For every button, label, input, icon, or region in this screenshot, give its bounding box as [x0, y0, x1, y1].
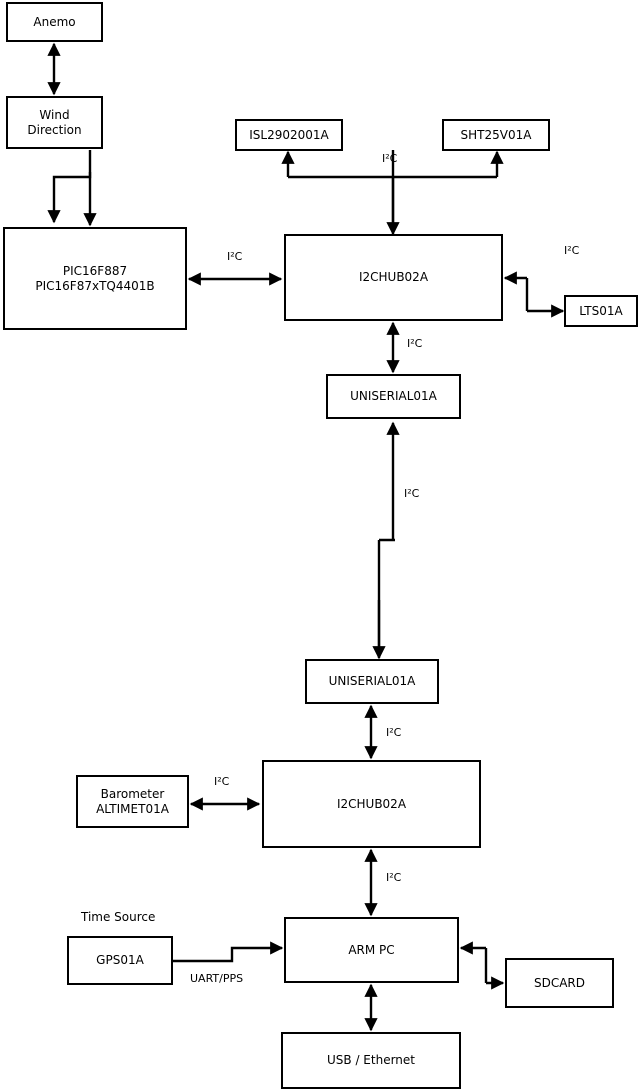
node-gps01a[interactable]: GPS01A	[67, 936, 173, 985]
node-pic-mcu-label: PIC16F887 PIC16F87xTQ4401B	[35, 263, 155, 293]
edge-hub-bus	[288, 175, 497, 232]
node-sdcard-label: SDCARD	[533, 975, 586, 990]
node-sht25v01a-label: SHT25V01A	[460, 127, 532, 142]
edge-label-i2c-pic-hub: I²C	[227, 250, 243, 263]
edge-label-uart-pps: UART/PPS	[190, 972, 244, 985]
node-isl2902001a[interactable]: ISL2902001A	[235, 119, 343, 151]
node-uniserial01a-bottom-label: UNISERIAL01A	[328, 674, 416, 688]
edge-label-i2c-hub-uniserial: I²C	[407, 337, 423, 350]
node-i2chub02a-bottom[interactable]: I2CHUB02A	[262, 760, 481, 848]
edge-gps-armpc	[173, 941, 284, 963]
node-lts01a-label: LTS01A	[579, 303, 623, 318]
edge-uniserial-link-jog	[377, 495, 395, 657]
edge-label-i2c-uniserial-link: I²C	[404, 487, 420, 500]
node-anemo[interactable]: Anemo	[6, 2, 103, 42]
node-anemo-label: Anemo	[33, 14, 76, 29]
node-usb-ethernet[interactable]: USB / Ethernet	[281, 1032, 461, 1089]
node-i2chub02a-top-label: I2CHUB02A	[358, 270, 429, 284]
node-sht25v01a[interactable]: SHT25V01A	[442, 119, 550, 151]
edge-label-i2c-uniserial-hub2: I²C	[386, 726, 402, 739]
node-gps01a-label: GPS01A	[96, 953, 144, 967]
label-time-source: Time Source	[81, 910, 156, 924]
node-arm-pc-label: ARM PC	[348, 942, 395, 957]
node-wind-direction[interactable]: Wind Direction	[6, 96, 103, 149]
node-uniserial01a-top-label: UNISERIAL01A	[350, 389, 437, 403]
node-barometer[interactable]: Barometer ALTIMET01A	[76, 775, 189, 828]
node-lts01a[interactable]: LTS01A	[564, 295, 638, 327]
node-pic-mcu[interactable]: PIC16F887 PIC16F87xTQ4401B	[3, 227, 187, 330]
node-wind-direction-label: Wind Direction	[27, 107, 82, 137]
node-arm-pc[interactable]: ARM PC	[284, 917, 459, 983]
edge-label-i2c-barometer-hub2: I²C	[214, 775, 230, 788]
node-isl2902001a-label: ISL2902001A	[249, 127, 329, 142]
edge-label-i2c-hub-lts: I²C	[564, 244, 580, 257]
node-i2chub02a-top[interactable]: I2CHUB02A	[284, 234, 503, 321]
edge-label-i2c-bus-top: I²C	[382, 152, 398, 165]
node-sdcard[interactable]: SDCARD	[505, 958, 614, 1008]
edge-label-i2c-hub2-armpc: I²C	[386, 871, 402, 884]
node-uniserial01a-bottom[interactable]: UNISERIAL01A	[305, 659, 439, 704]
node-i2chub02a-bottom-label: I2CHUB02A	[336, 796, 407, 811]
node-usb-ethernet-label: USB / Ethernet	[327, 1053, 415, 1067]
node-uniserial01a-top[interactable]: UNISERIAL01A	[326, 374, 461, 419]
node-barometer-label: Barometer ALTIMET01A	[96, 786, 169, 816]
edge-wind-pic	[47, 150, 92, 224]
